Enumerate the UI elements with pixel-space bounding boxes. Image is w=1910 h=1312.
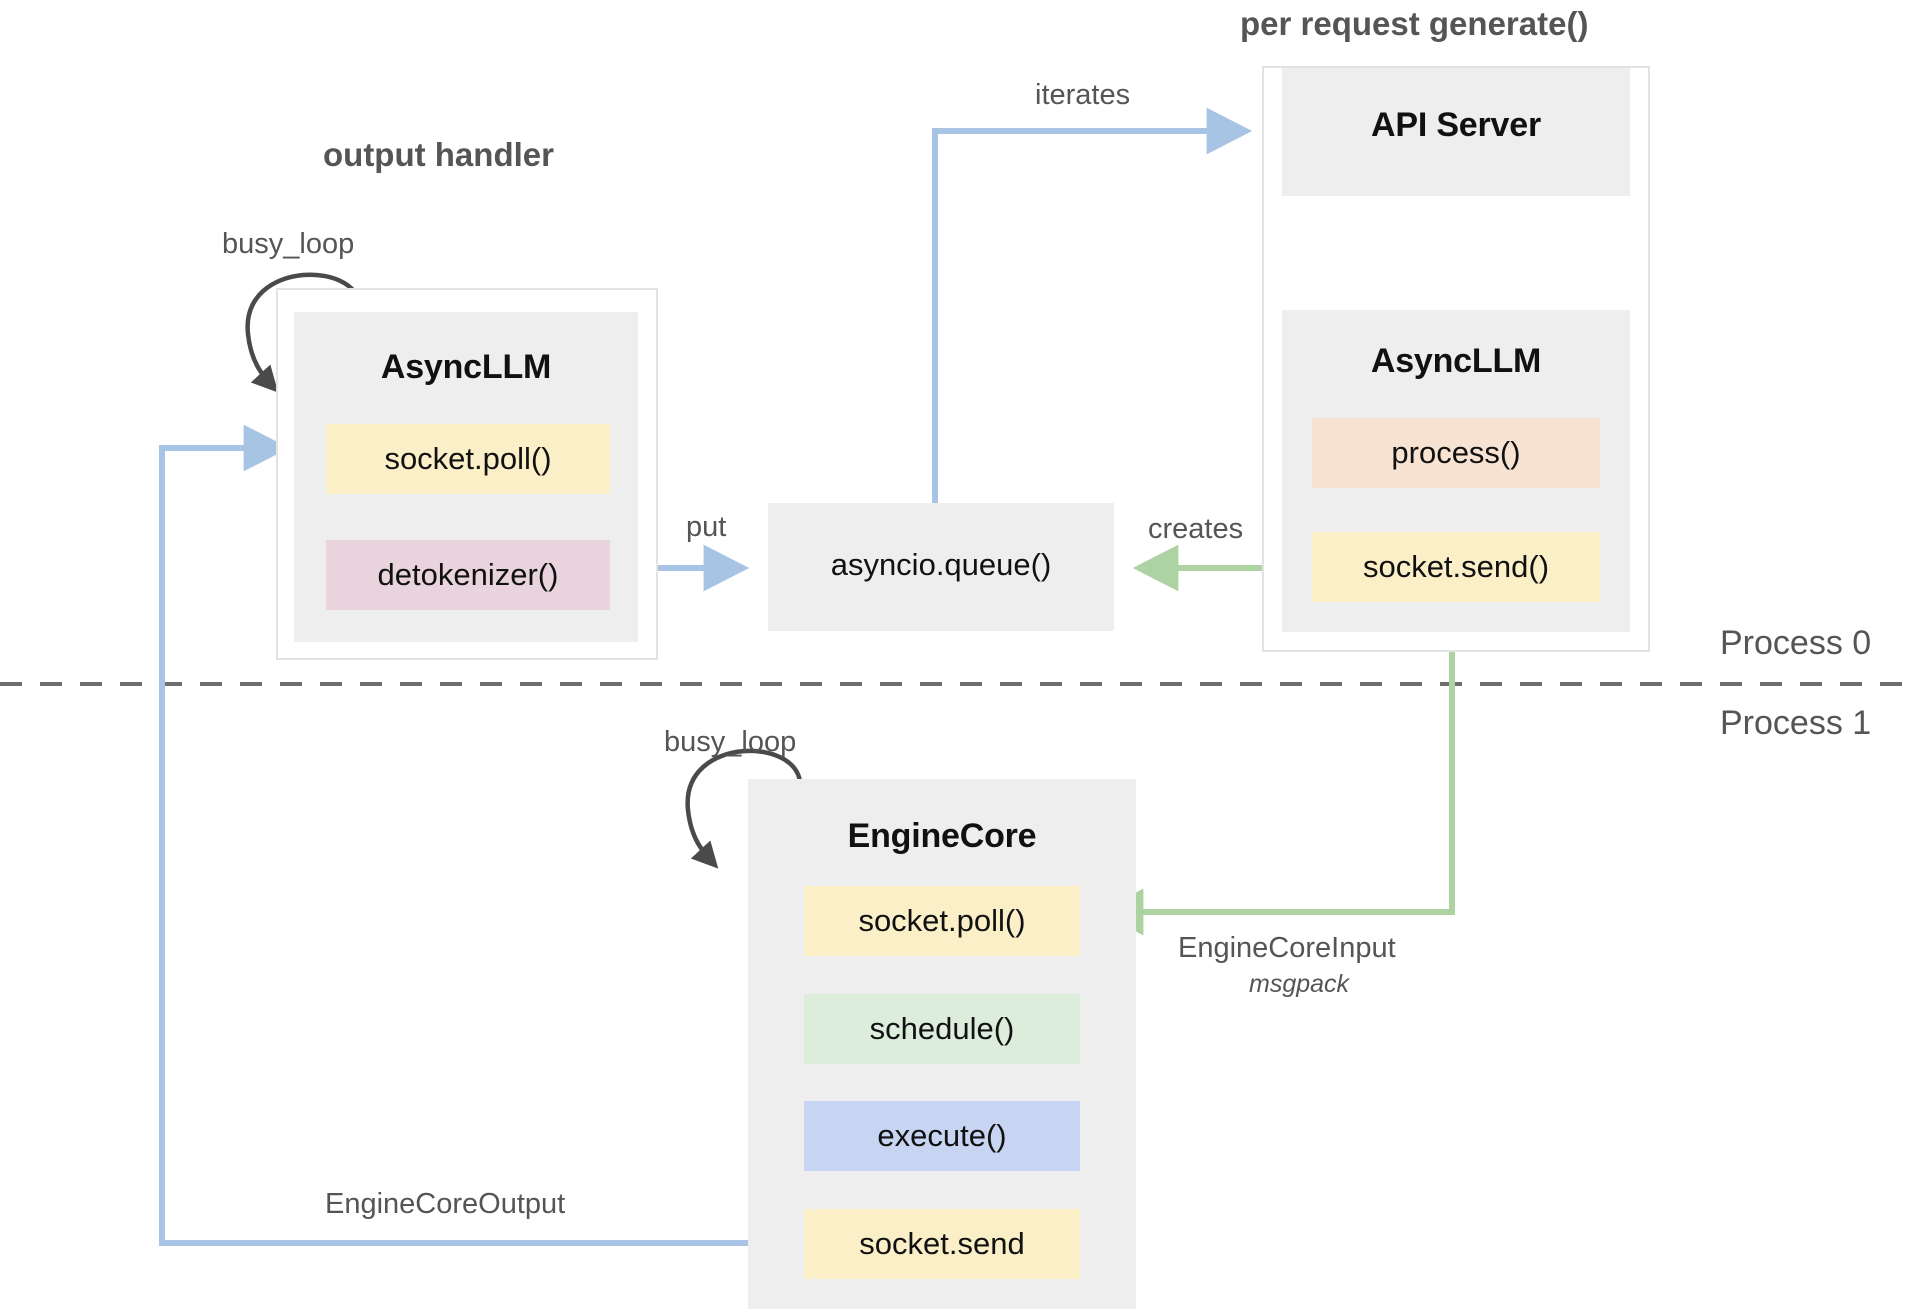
arrow-iterates bbox=[932, 107, 1253, 503]
chip-socket-poll-engine[interactable]: socket.poll() bbox=[804, 886, 1080, 956]
engine-core-input-sublabel: msgpack bbox=[1249, 970, 1350, 998]
chip-process[interactable]: process() bbox=[1312, 418, 1600, 488]
heading-per-request-generate: per request generate() bbox=[1240, 5, 1589, 42]
asyncio-queue-box[interactable]: asyncio.queue() bbox=[768, 503, 1114, 631]
process-1-label: Process 1 bbox=[1720, 704, 1872, 742]
async-llm-right-title: AsyncLLM bbox=[1370, 342, 1542, 380]
engine-core-output-label: EngineCoreOutput bbox=[325, 1188, 566, 1220]
engine-core-input-label: EngineCoreInput bbox=[1178, 932, 1396, 964]
async-llm-left-title: AsyncLLM bbox=[380, 348, 552, 386]
heading-output-handler: output handler bbox=[323, 136, 554, 173]
async-llm-left-box[interactable]: AsyncLLM socket.poll() detokenizer() bbox=[294, 312, 638, 642]
creates-label: creates bbox=[1148, 513, 1244, 545]
put-label: put bbox=[686, 511, 727, 543]
engine-core-title: EngineCore bbox=[847, 817, 1037, 855]
asyncio-queue-label: asyncio.queue() bbox=[830, 547, 1052, 582]
api-server-title: API Server bbox=[1371, 106, 1541, 144]
process-0-label: Process 0 bbox=[1720, 624, 1872, 662]
chip-detokenizer[interactable]: detokenizer() bbox=[326, 540, 610, 610]
busy-loop-top-label: busy_loop bbox=[222, 228, 355, 260]
engine-core-box[interactable]: EngineCore socket.poll() schedule() exec… bbox=[748, 779, 1136, 1309]
busy-loop-bottom-label: busy_loop bbox=[664, 726, 797, 758]
iterates-label: iterates bbox=[1035, 79, 1131, 111]
async-llm-right-box[interactable]: AsyncLLM process() socket.send() bbox=[1282, 310, 1630, 632]
chip-schedule[interactable]: schedule() bbox=[804, 994, 1080, 1064]
chip-socket-send-engine[interactable]: socket.send bbox=[804, 1209, 1080, 1279]
api-server-box[interactable]: API Server bbox=[1282, 68, 1630, 196]
chip-execute[interactable]: execute() bbox=[804, 1101, 1080, 1171]
chip-socket-send-right[interactable]: socket.send() bbox=[1312, 532, 1600, 602]
chip-socket-poll-left[interactable]: socket.poll() bbox=[326, 424, 610, 494]
